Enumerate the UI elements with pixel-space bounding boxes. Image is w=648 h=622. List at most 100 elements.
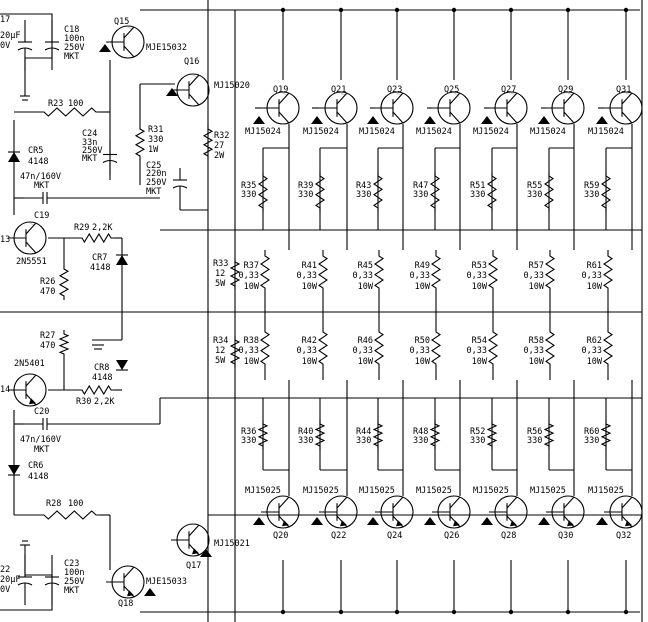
transistor-emitter bbox=[449, 111, 461, 124]
transistor-label: Q28 bbox=[501, 531, 516, 541]
transistor-collector bbox=[506, 496, 518, 509]
label: MKT bbox=[34, 445, 49, 455]
junction-dot bbox=[451, 7, 457, 13]
junction-dot bbox=[280, 7, 286, 13]
resistor-zigzag bbox=[429, 420, 441, 450]
transistor-arrow bbox=[453, 93, 460, 95]
label: 22 bbox=[0, 565, 10, 575]
resistor-label: R51 bbox=[470, 181, 485, 191]
transistor-emitter bbox=[25, 241, 37, 254]
base-resistor-top bbox=[430, 172, 440, 212]
label: R27 bbox=[40, 331, 55, 341]
resistor-zigzag bbox=[318, 252, 328, 292]
transistor-collector bbox=[25, 222, 37, 235]
resistor-value: 0,33 bbox=[353, 346, 373, 356]
label: Q17 bbox=[186, 561, 201, 571]
junction-dot bbox=[508, 609, 514, 615]
transistor-label: Q27 bbox=[501, 85, 516, 95]
label: 470 bbox=[40, 287, 55, 297]
base-resistor-bottom bbox=[257, 420, 269, 450]
resistor-r34 bbox=[229, 336, 241, 368]
resistor-label: R50 bbox=[415, 336, 430, 346]
resistor-power: 10W bbox=[529, 357, 545, 367]
junction-dot bbox=[338, 7, 344, 13]
transistor-collector bbox=[621, 92, 633, 105]
base-resistor-top bbox=[601, 172, 611, 212]
resistor-value: 0,33 bbox=[410, 271, 430, 281]
output-marker-triangle bbox=[596, 116, 608, 124]
label: 0V bbox=[0, 41, 10, 51]
label: MKT bbox=[64, 52, 79, 62]
resistor-zigzag bbox=[601, 172, 611, 212]
emitter-resistor-top bbox=[431, 252, 441, 292]
resistor-value: 330 bbox=[584, 436, 599, 446]
transistor-part-label: MJ15024 bbox=[416, 127, 452, 137]
junction-dot bbox=[565, 7, 571, 13]
resistor-value: 330 bbox=[527, 436, 542, 446]
output-transistor-top bbox=[261, 91, 300, 125]
output-transistor-top bbox=[546, 91, 585, 125]
resistor-power: 10W bbox=[472, 282, 488, 292]
output-transistor-bottom bbox=[546, 495, 585, 529]
resistor-label: R37 bbox=[244, 261, 259, 271]
transistor-arrow bbox=[453, 520, 460, 527]
diode-body bbox=[116, 255, 128, 265]
transistor-arrow bbox=[396, 520, 403, 527]
resistor-label: R61 bbox=[587, 261, 602, 271]
label: R31 bbox=[148, 125, 163, 135]
junction-dot bbox=[623, 609, 629, 615]
resistor-value: 330 bbox=[356, 190, 371, 200]
output-marker-triangle bbox=[99, 44, 111, 52]
driver-transistor-q15 bbox=[106, 25, 145, 59]
transistor-label: Q32 bbox=[616, 531, 631, 541]
resistor-value: 0,33 bbox=[524, 346, 544, 356]
label: MJ15020 bbox=[214, 81, 250, 91]
resistor-zigzag bbox=[486, 420, 498, 450]
transistor-label: Q31 bbox=[616, 85, 631, 95]
resistor-label: R41 bbox=[302, 261, 317, 271]
label: 250V bbox=[146, 178, 166, 188]
label: 220n bbox=[146, 169, 166, 179]
label: 470 bbox=[40, 341, 55, 351]
junction-dot bbox=[394, 7, 400, 13]
label: MKT bbox=[64, 586, 79, 596]
transistor-arrow bbox=[567, 520, 574, 527]
label: R34 bbox=[213, 336, 228, 346]
transistor-collector bbox=[621, 496, 633, 509]
resistor-zigzag bbox=[229, 336, 241, 368]
label: CR5 bbox=[28, 146, 43, 156]
emitter-resistor-bottom bbox=[374, 328, 384, 368]
output-marker-triangle bbox=[538, 517, 550, 525]
resistor-value: 330 bbox=[413, 436, 428, 446]
resistor-power: 10W bbox=[244, 282, 260, 292]
transistor-collector bbox=[392, 496, 404, 509]
label: C24 bbox=[82, 129, 97, 139]
resistor-zigzag bbox=[202, 125, 214, 160]
resistor-label: R60 bbox=[584, 427, 599, 437]
label: C25 bbox=[146, 161, 161, 171]
label: 100 bbox=[68, 99, 83, 109]
label: Q16 bbox=[184, 57, 199, 67]
components bbox=[8, 20, 643, 605]
transistor-label: Q20 bbox=[273, 531, 288, 541]
output-marker-triangle bbox=[311, 116, 323, 124]
resistor-label: R55 bbox=[527, 181, 542, 191]
transistor-collector bbox=[449, 496, 461, 509]
resistor-label: R38 bbox=[244, 336, 259, 346]
transistor-emitter bbox=[278, 111, 290, 124]
transistor-arrow bbox=[510, 520, 517, 527]
output-marker-triangle bbox=[311, 517, 323, 525]
driver-transistor-q17 bbox=[171, 523, 210, 557]
output-marker-triangle bbox=[253, 116, 265, 124]
resistor-label: R53 bbox=[472, 261, 487, 271]
transistor-label: Q29 bbox=[558, 85, 573, 95]
transistor-emitter bbox=[336, 111, 348, 124]
resistor-value: 0,33 bbox=[467, 271, 487, 281]
capacitor-c17 bbox=[17, 20, 33, 70]
output-marker-triangle bbox=[538, 116, 550, 124]
transistor-arrow bbox=[625, 93, 632, 95]
resistor-label: R58 bbox=[529, 336, 544, 346]
resistor-value: 0,33 bbox=[239, 271, 259, 281]
resistor-power: 10W bbox=[302, 357, 318, 367]
resistor-value: 0,33 bbox=[582, 271, 602, 281]
